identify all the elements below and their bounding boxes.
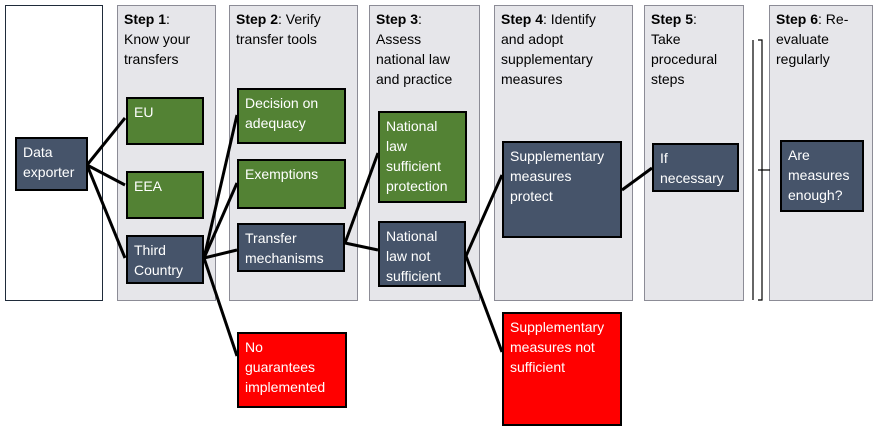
national-law-sufficient-box: National law sufficient protection bbox=[378, 111, 467, 203]
step-6-header: Step 6: Re- evaluate regularly bbox=[776, 11, 849, 67]
eu-box: EU bbox=[126, 97, 204, 145]
exemptions-box: Exemptions bbox=[237, 159, 346, 209]
step-2-header: Step 2: Verify transfer tools bbox=[236, 11, 321, 47]
supplementary-measures-not-sufficient-box: Supplementary measures not sufficient bbox=[502, 312, 622, 426]
measures-enough-box: Are measures enough? bbox=[780, 140, 864, 212]
step-4-header: Step 4: Identify and adopt supplementary… bbox=[501, 11, 596, 87]
national-law-not-sufficient-box: National law not sufficient bbox=[378, 221, 466, 287]
third-country-box: Third Country bbox=[126, 235, 204, 284]
step-1-header: Step 1:Know your transfers bbox=[124, 11, 191, 67]
bracket-right bbox=[758, 39, 763, 301]
step-3-header: Step 3:Assess national law and practice bbox=[376, 11, 453, 87]
data-exporter-box: Data exporter bbox=[15, 137, 88, 191]
transfer-mechanisms-box: Transfer mechanisms bbox=[237, 223, 345, 272]
step-5-header: Step 5:Take procedural steps bbox=[651, 11, 718, 87]
no-guarantees-box: No guarantees implemented bbox=[237, 332, 347, 408]
supplementary-measures-protect-box: Supplementary measures protect bbox=[502, 141, 622, 238]
decision-adequacy-box: Decision on adequacy bbox=[237, 88, 346, 144]
if-necessary-box: If necessary bbox=[652, 143, 739, 192]
eea-box: EEA bbox=[126, 171, 204, 219]
